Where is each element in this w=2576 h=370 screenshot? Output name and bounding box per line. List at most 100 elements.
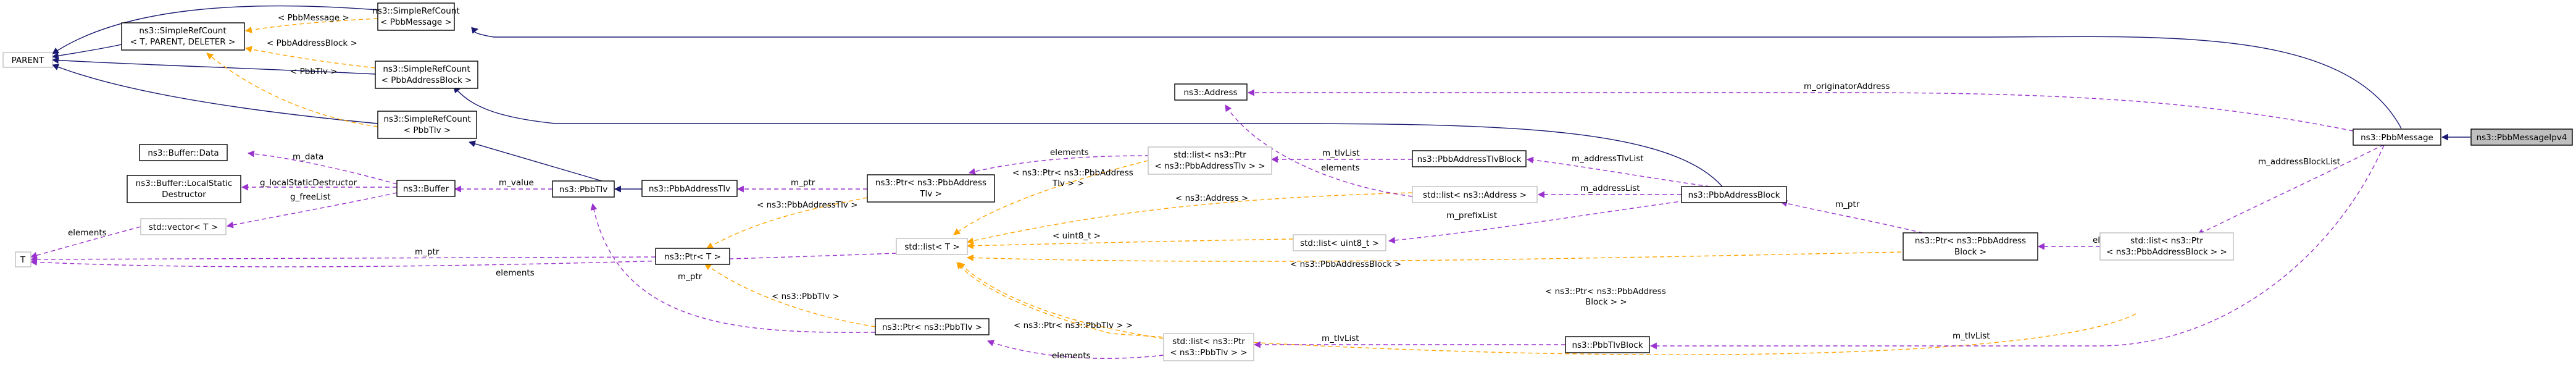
node-ptr-pbbaddresstlv[interactable]: ns3::Ptr< ns3::PbbAddress Tlv > (867, 174, 995, 203)
node-list-uint8[interactable]: std::list< uint8_t > (1293, 234, 1386, 251)
node-label: ns3::PbbAddressBlock (1688, 190, 1780, 200)
edge-label: < PbbAddressBlock > (267, 38, 357, 48)
edge-use-m_originatoraddress (1247, 89, 2354, 132)
edge-tmpl-list-address (966, 192, 1413, 245)
node-label: ns3::SimpleRefCount (383, 114, 470, 124)
edge-use-m_data (247, 150, 398, 185)
node-list-ptr-pbbaddressblock[interactable]: std::list< ns3::Ptr < ns3::PbbAddressBlo… (2099, 232, 2234, 261)
node-label: PARENT (12, 56, 45, 65)
node-label: Destructor (162, 190, 206, 200)
node-label: ns3::Ptr< ns3::PbbTlv > (882, 322, 982, 332)
edge-label: < uint8_t > (1052, 231, 1101, 241)
node-list-ptr-pbbtlv[interactable]: std::list< ns3::Ptr < ns3::PbbTlv > > (1163, 333, 1254, 361)
node-label: ns3::SimpleRefCount (383, 64, 470, 74)
edge-label: < ns3::PbbAddressTlv > (757, 200, 858, 210)
node-address[interactable]: ns3::Address (1174, 83, 1248, 101)
edge-use-elements-address (1225, 104, 1413, 197)
node-pbbaddressblock[interactable]: ns3::PbbAddressBlock (1681, 186, 1787, 203)
edge-label: < PbbTlv > (290, 67, 337, 77)
node-pbbaddresstlv[interactable]: ns3::PbbAddressTlv (641, 180, 738, 197)
node-ptr-pbbaddressblock[interactable]: ns3::Ptr< ns3::PbbAddress Block > (1903, 232, 2038, 261)
edge-label: < ns3::Ptr< ns3::PbbAddress (1545, 287, 1666, 296)
edge-use-m_tlvlist-msg (1649, 145, 2385, 350)
node-label: std::list< uint8_t > (1300, 238, 1379, 248)
node-label: ns3::PbbTlvBlock (1572, 340, 1643, 350)
node-label: < ns3::PbbAddressTlv > > (1154, 161, 1265, 171)
node-label: < ns3::PbbTlv > > (1170, 348, 1247, 358)
node-buffer-data[interactable]: ns3::Buffer::Data (139, 144, 228, 161)
edge-label: < ns3::Ptr< ns3::PbbTlv > > (1014, 321, 1133, 330)
edge-label: g_localStaticDestructor (260, 178, 357, 188)
edge-tmpl-pbbtlv (206, 53, 378, 127)
node-pbbaddresstlvblock[interactable]: ns3::PbbAddressTlvBlock (1412, 150, 1527, 167)
node-label: ns3::SimpleRefCount (139, 26, 226, 36)
edge-use-elements-pbbtlv (986, 340, 1164, 359)
node-list-t[interactable]: std::list< T > (896, 238, 968, 255)
edge-label: g_freeList (290, 192, 331, 202)
node-ptr-t[interactable]: ns3::Ptr< T > (655, 248, 730, 265)
node-list-address[interactable]: std::list< ns3::Address > (1412, 186, 1538, 203)
node-label: ns3::Address (1183, 88, 1237, 98)
edge-label: < ns3::PbbTlv > (772, 292, 840, 301)
node-label: ns3::Buffer::Data (148, 148, 219, 158)
node-label: < PbbMessage > (380, 17, 452, 27)
edge-tmpl-list-ptr-addresstlv (953, 160, 1149, 235)
edge-label: m_originatorAddress (1804, 82, 1890, 91)
node-label: T (20, 255, 26, 265)
node-pbbmessageipv4[interactable]: ns3::PbbMessageIpv4 (2470, 128, 2573, 146)
node-simplerefcount-template[interactable]: ns3::SimpleRefCount < T, PARENT, DELETER… (121, 22, 245, 51)
node-label: std::list< ns3::Ptr (2130, 236, 2203, 246)
node-ptr-pbbtlv[interactable]: ns3::Ptr< ns3::PbbTlv > (875, 318, 990, 335)
edge-label: m_ptr (415, 247, 440, 257)
node-vector-t[interactable]: std::vector< T > (140, 218, 227, 235)
edge-use-elements-list-t (30, 253, 897, 267)
edge-tmpl-ptr-pbbtlv (704, 263, 876, 327)
edge-use-m_ptr-pbbtlv (590, 203, 876, 333)
edge-use-m_addresstlvlist (1526, 156, 1711, 187)
edge-use-m_prefixlist (1388, 200, 1686, 244)
node-simplerefcount-pbbmessage[interactable]: ns3::SimpleRefCount < PbbMessage > (372, 2, 460, 31)
node-t[interactable]: T (15, 251, 31, 267)
node-label: std::list< T > (904, 242, 959, 252)
edge-tmpl-ptr-pbbaddressblock (966, 251, 1902, 262)
node-label: < ns3::PbbAddressBlock > > (2106, 247, 2227, 257)
edge-label: < PbbMessage > (278, 13, 349, 23)
node-buffer[interactable]: ns3::Buffer (396, 180, 456, 197)
edge-inherit-pbbtlv-src (468, 140, 602, 182)
edge-tmpl-list-ptr-addressblock (956, 262, 2136, 355)
node-label: < PbbAddressBlock > (381, 75, 472, 85)
node-pbbtlv[interactable]: ns3::PbbTlv (552, 180, 615, 198)
edge-tmpl-list-uint8 (966, 238, 1294, 250)
node-label: ns3::PbbAddressTlvBlock (1417, 154, 1522, 164)
edge-label: m_addressBlockList (2258, 157, 2340, 167)
node-label: ns3::PbbMessageIpv4 (2477, 133, 2567, 143)
edge-use-m_addressblocklist (2197, 144, 2385, 235)
edge-label: m_tlvList (1322, 334, 1359, 343)
edge-label: m_ptr (791, 178, 815, 188)
edge-label: m_value (499, 178, 534, 188)
edge-tmpl-pbbaddressblock (244, 46, 376, 69)
node-pbbtlvblock[interactable]: ns3::PbbTlvBlock (1565, 336, 1650, 353)
edge-label: Block > > (1585, 297, 1627, 307)
edge-use-elements-addrtlv (968, 155, 1150, 175)
node-label: std::list< ns3::Address > (1423, 190, 1527, 200)
edge-label: m_tlvList (1322, 148, 1360, 158)
node-parent[interactable]: PARENT (2, 52, 53, 68)
node-label: ns3::Ptr< ns3::PbbAddress (875, 178, 986, 188)
edge-label: m_tlvList (1953, 331, 1990, 341)
node-simplerefcount-pbbaddressblock[interactable]: ns3::SimpleRefCount < PbbAddressBlock > (375, 61, 478, 89)
edge-use-m_ptr-t (30, 256, 656, 263)
node-label: ns3::Ptr< T > (664, 252, 721, 262)
node-list-ptr-pbbaddresstlv[interactable]: std::list< ns3::Ptr < ns3::PbbAddressTlv… (1148, 146, 1272, 175)
node-simplerefcount-pbbtlv[interactable]: ns3::SimpleRefCount < PbbTlv > (377, 111, 477, 139)
edge-inherit-src-pbbaddressblock-parent (51, 57, 376, 75)
edge-label: < ns3::Ptr< ns3::PbbAddress (1012, 168, 1133, 178)
edge-label: elements (68, 228, 107, 238)
node-pbbmessage[interactable]: ns3::PbbMessage (2353, 128, 2441, 146)
edge-use-elements-vector (30, 226, 141, 259)
edge-label: m_data (293, 152, 323, 162)
node-label: std::vector< T > (149, 222, 218, 232)
node-label: < PbbTlv > (404, 125, 451, 135)
node-buffer-localstatic[interactable]: ns3::Buffer::LocalStatic Destructor (127, 175, 241, 203)
